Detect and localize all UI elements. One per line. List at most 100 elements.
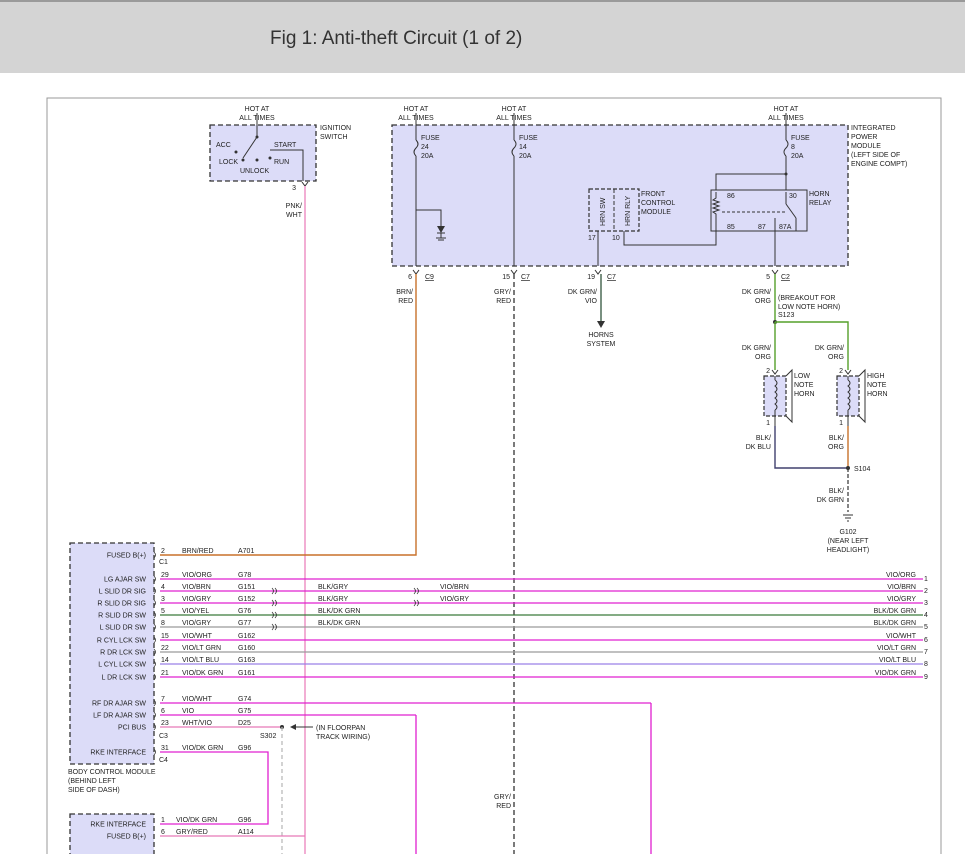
bcm-pin-number: 31 xyxy=(161,745,169,752)
bcm-pin-label: R SLID DR SW xyxy=(98,613,146,620)
relay-coil-icon xyxy=(711,192,721,231)
bottom-pin-number: 1 xyxy=(161,817,165,824)
bcm-pin-number: 15 xyxy=(161,633,169,640)
acc-label: ACC xyxy=(216,142,231,149)
right-wire-label: VIO/LT GRN xyxy=(877,645,916,652)
connector-break-icon xyxy=(271,599,277,607)
wire-color-label: VIO/LT BLU xyxy=(182,657,219,664)
right-pin-number: 8 xyxy=(924,661,928,668)
wire-color-label: VIO/GRY xyxy=(182,596,211,603)
high-horn-pin1: 1 xyxy=(839,420,843,427)
circuit-id-label: G75 xyxy=(238,708,251,715)
c1-connector: C1 xyxy=(159,559,168,566)
circuit-id-label: D25 xyxy=(238,720,251,727)
bcm-pin-number: 8 xyxy=(161,620,165,627)
title-bar: Fig 1: Anti-theft Circuit (1 of 2) xyxy=(0,0,965,73)
c9-pin: 6 xyxy=(408,274,412,281)
c4-connector: C4 xyxy=(159,757,168,764)
wire-color-label: BRN/RED xyxy=(182,548,214,555)
right-pin-number: 4 xyxy=(924,612,928,619)
mid-wire-label: BLK/DK GRN xyxy=(318,608,360,615)
high-horn-icon xyxy=(858,368,866,424)
low-horn-pin2: 2 xyxy=(766,368,770,375)
fuse-8-symbol xyxy=(783,139,789,157)
bottom-pin-label: RKE INTERFACE xyxy=(90,822,146,829)
fuse-14-symbol xyxy=(511,139,517,157)
blk-org-label: BLK/ORG xyxy=(828,435,844,451)
wire-color-label: VIO/WHT xyxy=(182,633,213,640)
right-wire-label: VIO/DK GRN xyxy=(875,670,916,677)
bcm-pin-label: R CYL LCK SW xyxy=(97,638,147,645)
bcm-pin-label: PCI BUS xyxy=(118,725,146,732)
pin-17: 17 xyxy=(588,235,596,242)
low-horn-pin1: 1 xyxy=(766,420,770,427)
wire-color-label: VIO/DK GRN xyxy=(182,745,223,752)
right-pin-number: 6 xyxy=(924,637,928,644)
right-wire-label: VIO/BRN xyxy=(887,584,916,591)
wire-color-label: VIO/DK GRN xyxy=(176,817,217,824)
c3-connector: C3 xyxy=(159,733,168,740)
wire-color-label: VIO/DK GRN xyxy=(182,670,223,677)
c9-connector: C9 xyxy=(425,274,434,281)
switch-pivot xyxy=(255,135,259,139)
bcm-pin-label: RF DR AJAR SW xyxy=(92,701,146,708)
connector-break-icon xyxy=(271,587,277,595)
bcm-pin-number: 29 xyxy=(161,572,169,579)
relay-85: 85 xyxy=(727,224,735,231)
relay-86: 86 xyxy=(727,193,735,200)
circuit-id-label: G96 xyxy=(238,745,251,752)
bcm-pin-number: 2 xyxy=(161,548,165,555)
low-horn-icon xyxy=(785,368,793,424)
bottom-pin-number: 6 xyxy=(161,829,165,836)
right-wire-label: VIO/LT BLU xyxy=(879,657,916,664)
relay-87: 87 xyxy=(758,224,766,231)
wire-color-label: VIO/GRY xyxy=(182,620,211,627)
gry-red-label: GRY/RED xyxy=(494,289,511,305)
blk-dkgrn-label: BLK/DK GRN xyxy=(817,488,844,504)
bcm-pin-number: 23 xyxy=(161,720,169,727)
wire-color-label: VIO/BRN xyxy=(182,584,211,591)
brn-red-wire xyxy=(160,274,417,556)
s104-splice: S104 xyxy=(854,466,870,473)
mid-wire-label: VIO/GRY xyxy=(440,596,469,603)
high-horn-pin2: 2 xyxy=(839,368,843,375)
bcm-pin-label: L CYL LCK SW xyxy=(98,662,146,669)
circuit-id-label: A114 xyxy=(238,829,254,836)
mid-wire-label: VIO/BRN xyxy=(440,584,469,591)
page-title: Fig 1: Anti-theft Circuit (1 of 2) xyxy=(270,28,523,49)
body-control-module xyxy=(69,542,155,765)
blk-dkblu-label: BLK/DK BLU xyxy=(746,435,771,451)
ground-g102-icon xyxy=(843,514,853,522)
s123-splice: S123 xyxy=(778,312,794,319)
bottom-module xyxy=(69,813,155,854)
bcm-pin-number: 3 xyxy=(161,596,165,603)
arrow-left-icon xyxy=(290,724,296,730)
circuit-id-label: G151 xyxy=(238,584,255,591)
c7b-pin: 19 xyxy=(587,274,595,281)
bcm-pin-label: LF DR AJAR SW xyxy=(93,713,146,720)
blk-dkblu-wire xyxy=(774,426,848,469)
horn-relay xyxy=(710,189,808,232)
mid-wire-label: BLK/GRY xyxy=(318,584,349,591)
bcm-pin-label: LG AJAR SW xyxy=(104,577,146,584)
brn-red-label: BRN/RED xyxy=(396,289,413,305)
wire-color-label: VIO xyxy=(182,708,195,715)
bcm-pin-number: 4 xyxy=(161,584,165,591)
arrow-down-icon xyxy=(597,321,605,328)
dkgrn-org-left-label: DK GRN/ORG xyxy=(742,345,771,361)
s302-splice: S302 xyxy=(260,733,276,740)
bcm-pin-label: L DR LCK SW xyxy=(102,675,147,682)
relay-87a: 87A xyxy=(779,224,792,231)
dkgrn-org-label: DK GRN/ORG xyxy=(742,289,771,305)
